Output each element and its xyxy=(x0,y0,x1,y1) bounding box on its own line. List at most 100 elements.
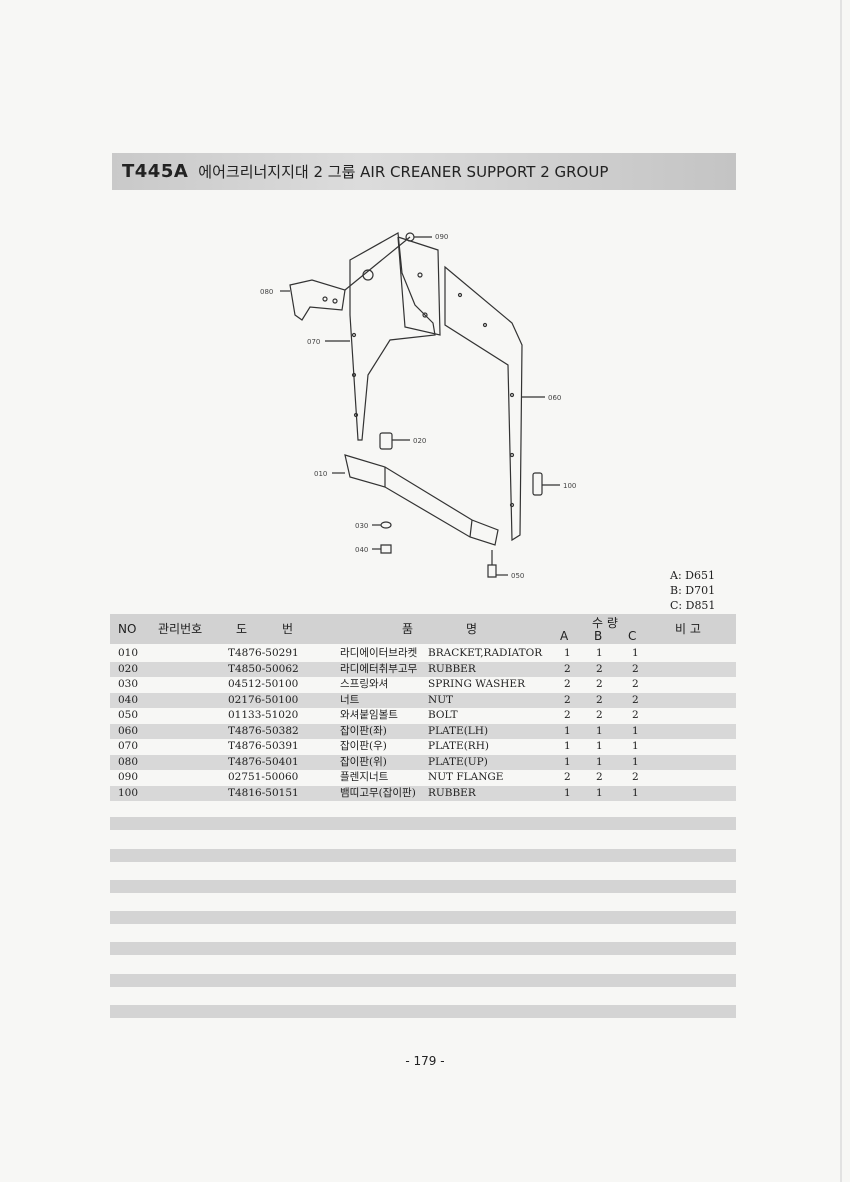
cell-part-number: T4876-50291 xyxy=(228,647,299,659)
page-number: - 179 - xyxy=(405,1054,445,1068)
cell-qty-c: 2 xyxy=(632,771,639,783)
plate-hole xyxy=(482,322,488,328)
header-name-2: 명 xyxy=(466,622,478,636)
parts-table: 010 T4876-50291 라디에이터브라켓 BRACKET,RADIATO… xyxy=(110,646,736,801)
cell-name-en: NUT FLANGE xyxy=(428,771,504,783)
cell-no: 100 xyxy=(118,786,139,799)
rubber-mount-shape xyxy=(379,432,393,450)
table-row: 030 04512-50100 스프링와셔 SPRING WASHER 2 2 … xyxy=(110,677,736,693)
header-drawing-2: 번 xyxy=(282,622,294,636)
plate-lh-shape xyxy=(349,232,436,441)
spring-washer-shape xyxy=(380,521,392,529)
header-remark: 비 고 xyxy=(675,622,701,636)
plate-hole xyxy=(509,392,515,398)
table-row: 090 02751-50060 플렌지너트 NUT FLANGE 2 2 2 xyxy=(110,770,736,786)
cell-name-kr: 와셔붙임볼트 xyxy=(340,709,398,721)
callout-label: 100 xyxy=(563,482,576,490)
plate-hole xyxy=(417,272,423,278)
table-row: 080 T4876-50401 잡이판(위) PLATE(UP) 1 1 1 xyxy=(110,754,736,770)
cell-qty-b: 2 xyxy=(596,709,603,721)
empty-row-stripe xyxy=(110,1005,736,1018)
cell-name-kr: 너트 xyxy=(340,693,360,706)
cell-part-number: T4850-50062 xyxy=(228,662,299,675)
callout-label: 090 xyxy=(435,233,448,241)
empty-row-stripe xyxy=(110,880,736,893)
callout-label: 070 xyxy=(307,338,320,346)
cell-qty-c: 1 xyxy=(632,647,639,659)
plate-hole xyxy=(332,298,338,304)
cell-qty-b: 2 xyxy=(596,662,603,675)
cell-qty-c: 1 xyxy=(632,724,639,737)
header-qty-c: C xyxy=(628,629,637,643)
cell-qty-c: 2 xyxy=(632,662,639,675)
table-row: 020 T4850-50062 라디에터취부고무 RUBBER 2 2 2 xyxy=(110,661,736,677)
cell-name-en: SPRING WASHER xyxy=(428,678,525,690)
header-drawing-1: 도 xyxy=(236,622,248,636)
table-row: 070 T4876-50391 잡이판(우) PLATE(RH) 1 1 1 xyxy=(110,739,736,755)
cell-no: 050 xyxy=(118,709,139,721)
cell-name-en: PLATE(LH) xyxy=(428,724,489,737)
empty-row-stripe xyxy=(110,817,736,830)
plate-up-shape xyxy=(289,279,346,321)
leader-line xyxy=(344,236,411,291)
cell-qty-a: 2 xyxy=(564,771,571,783)
cell-part-number: T4876-50391 xyxy=(228,740,299,752)
header-qty: 수 량 xyxy=(592,616,618,630)
plate-hole xyxy=(422,312,428,318)
header-name-1: 품 xyxy=(402,622,414,636)
plate-hole xyxy=(351,332,357,338)
plate-center-shape xyxy=(397,236,441,336)
plate-rh-shape xyxy=(444,265,523,542)
empty-row-stripe xyxy=(110,849,736,862)
diagram-linework xyxy=(280,232,560,578)
cell-qty-b: 1 xyxy=(596,755,603,768)
cell-qty-a: 1 xyxy=(564,755,571,768)
callout-label: 040 xyxy=(355,546,368,554)
cell-name-kr: 플렌지너트 xyxy=(340,771,389,783)
cell-qty-c: 2 xyxy=(632,678,639,690)
cell-name-kr: 라디에이터브라켓 xyxy=(340,647,418,659)
cell-qty-b: 2 xyxy=(596,771,603,783)
cell-name-en: RUBBER xyxy=(428,662,476,675)
title-bar: T445A 에어크리너지지대 2 그룹 AIR CREANER SUPPORT … xyxy=(112,153,736,190)
page-edge xyxy=(840,0,842,1182)
cell-name-en: PLATE(RH) xyxy=(428,740,489,752)
cell-no: 030 xyxy=(118,678,139,690)
callout-label: 020 xyxy=(413,437,426,445)
table-row: 010 T4876-50291 라디에이터브라켓 BRACKET,RADIATO… xyxy=(110,646,736,662)
header-qty-a: A xyxy=(560,629,569,643)
cell-qty-c: 2 xyxy=(632,709,639,721)
callout-label: 050 xyxy=(511,572,524,580)
model-legend: A: D651 B: D701 C: D851 xyxy=(670,568,715,613)
cell-name-kr: 잡이판(위) xyxy=(340,755,387,768)
cell-qty-a: 2 xyxy=(564,662,571,675)
plate-hole xyxy=(509,502,515,508)
bolt-shape xyxy=(487,564,497,578)
cell-qty-b: 2 xyxy=(596,693,603,706)
table-header: NO 관리번호 도 번 품 명 수 량 A B C 비 고 xyxy=(110,614,736,644)
legend-b: B: D701 xyxy=(670,584,716,597)
cell-qty-c: 2 xyxy=(632,693,639,706)
cell-no: 080 xyxy=(118,755,139,768)
empty-row-stripe xyxy=(110,911,736,924)
callout-label: 060 xyxy=(548,394,561,402)
cell-qty-b: 1 xyxy=(596,724,603,737)
nut-shape xyxy=(380,544,392,554)
legend-a: A: D651 xyxy=(670,569,715,582)
header-qty-b: B xyxy=(594,629,603,643)
cell-name-kr: 잡이판(좌) xyxy=(340,724,387,737)
cell-qty-b: 1 xyxy=(596,786,603,799)
cell-name-kr: 뱀띠고무(잡이판) xyxy=(340,786,416,799)
cell-name-en: NUT xyxy=(428,693,454,706)
plate-hole xyxy=(322,296,328,302)
empty-row-stripe xyxy=(110,942,736,955)
header-mgmt: 관리번호 xyxy=(158,622,203,636)
bracket-fold xyxy=(469,519,473,538)
cell-part-number: 02176-50100 xyxy=(228,693,299,706)
cell-part-number: 01133-51020 xyxy=(228,709,299,721)
plate-hole xyxy=(509,452,515,458)
plate-hole xyxy=(353,412,359,418)
cell-part-number: T4816-50151 xyxy=(228,786,299,799)
callout-label: 010 xyxy=(314,470,327,478)
cell-qty-a: 1 xyxy=(564,647,571,659)
